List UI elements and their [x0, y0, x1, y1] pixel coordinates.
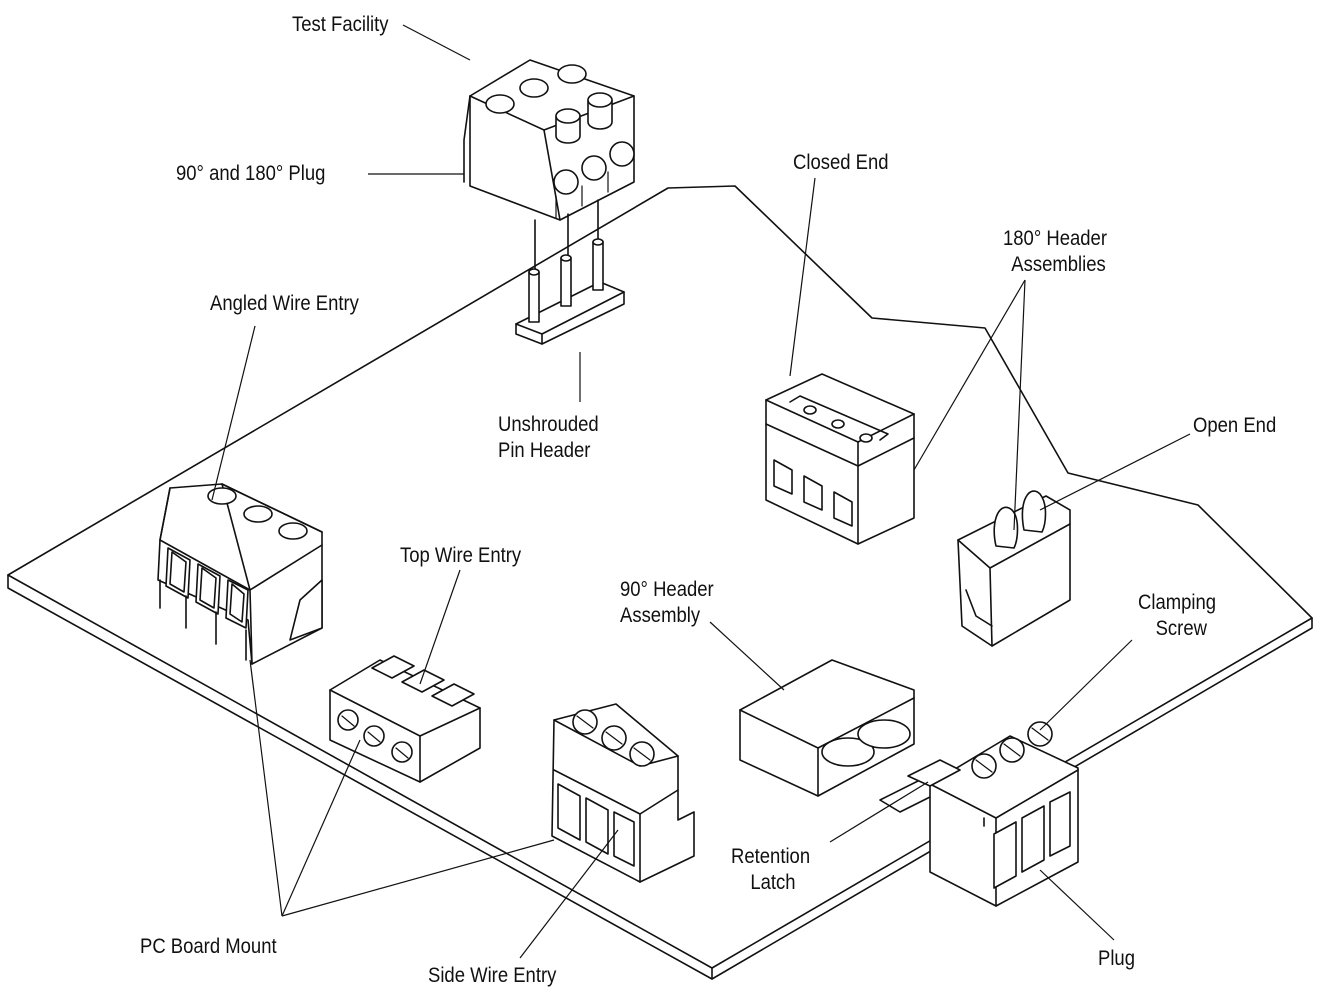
label-angled-wire-entry: Angled Wire Entry [210, 292, 359, 315]
label-retention-line1: Retention [731, 845, 811, 868]
plug-right [907, 721, 1079, 907]
label-header-180: 180° Header Assemblies [1003, 226, 1107, 278]
label-clamping-line1: Clamping [1138, 591, 1217, 614]
open-end-header [957, 490, 1071, 647]
label-unshrouded-line2: Pin Header [498, 439, 591, 462]
header-90-assembly [739, 659, 961, 813]
label-unshrouded-pin-header: Unshrouded Pin Header [498, 412, 599, 464]
label-side-wire-entry: Side Wire Entry [428, 964, 557, 987]
plug-90-180 [463, 59, 635, 221]
label-retention-line2: Latch [750, 871, 796, 894]
label-open-end: Open End [1193, 414, 1277, 437]
label-plug-90-180: 90° and 180° Plug [176, 162, 326, 185]
side-wire-entry-block [551, 703, 695, 883]
top-wire-entry-block [329, 655, 481, 783]
unshrouded-pin-header [515, 199, 625, 345]
label-header-90-line1: 90° Header [620, 578, 714, 601]
label-plug: Plug [1098, 947, 1135, 970]
angled-wire-entry-block [157, 483, 323, 665]
label-header-90-line2: Assembly [620, 604, 701, 627]
closed-end-header [765, 373, 915, 545]
label-clamping-screw: Clamping Screw [1138, 590, 1216, 642]
label-header-180-line2: Assemblies [1011, 253, 1106, 276]
label-top-wire-entry: Top Wire Entry [400, 544, 522, 567]
label-header-90: 90° Header Assembly [620, 577, 714, 629]
label-clamping-line2: Screw [1155, 617, 1207, 640]
label-header-180-line1: 180° Header [1003, 227, 1107, 250]
label-pc-board-mount: PC Board Mount [140, 935, 277, 958]
label-test-facility: Test Facility [292, 13, 389, 36]
label-retention-latch: Retention Latch [731, 844, 810, 896]
leader-lines [211, 24, 1191, 959]
label-closed-end: Closed End [793, 151, 889, 174]
label-unshrouded-line1: Unshrouded [498, 413, 599, 436]
